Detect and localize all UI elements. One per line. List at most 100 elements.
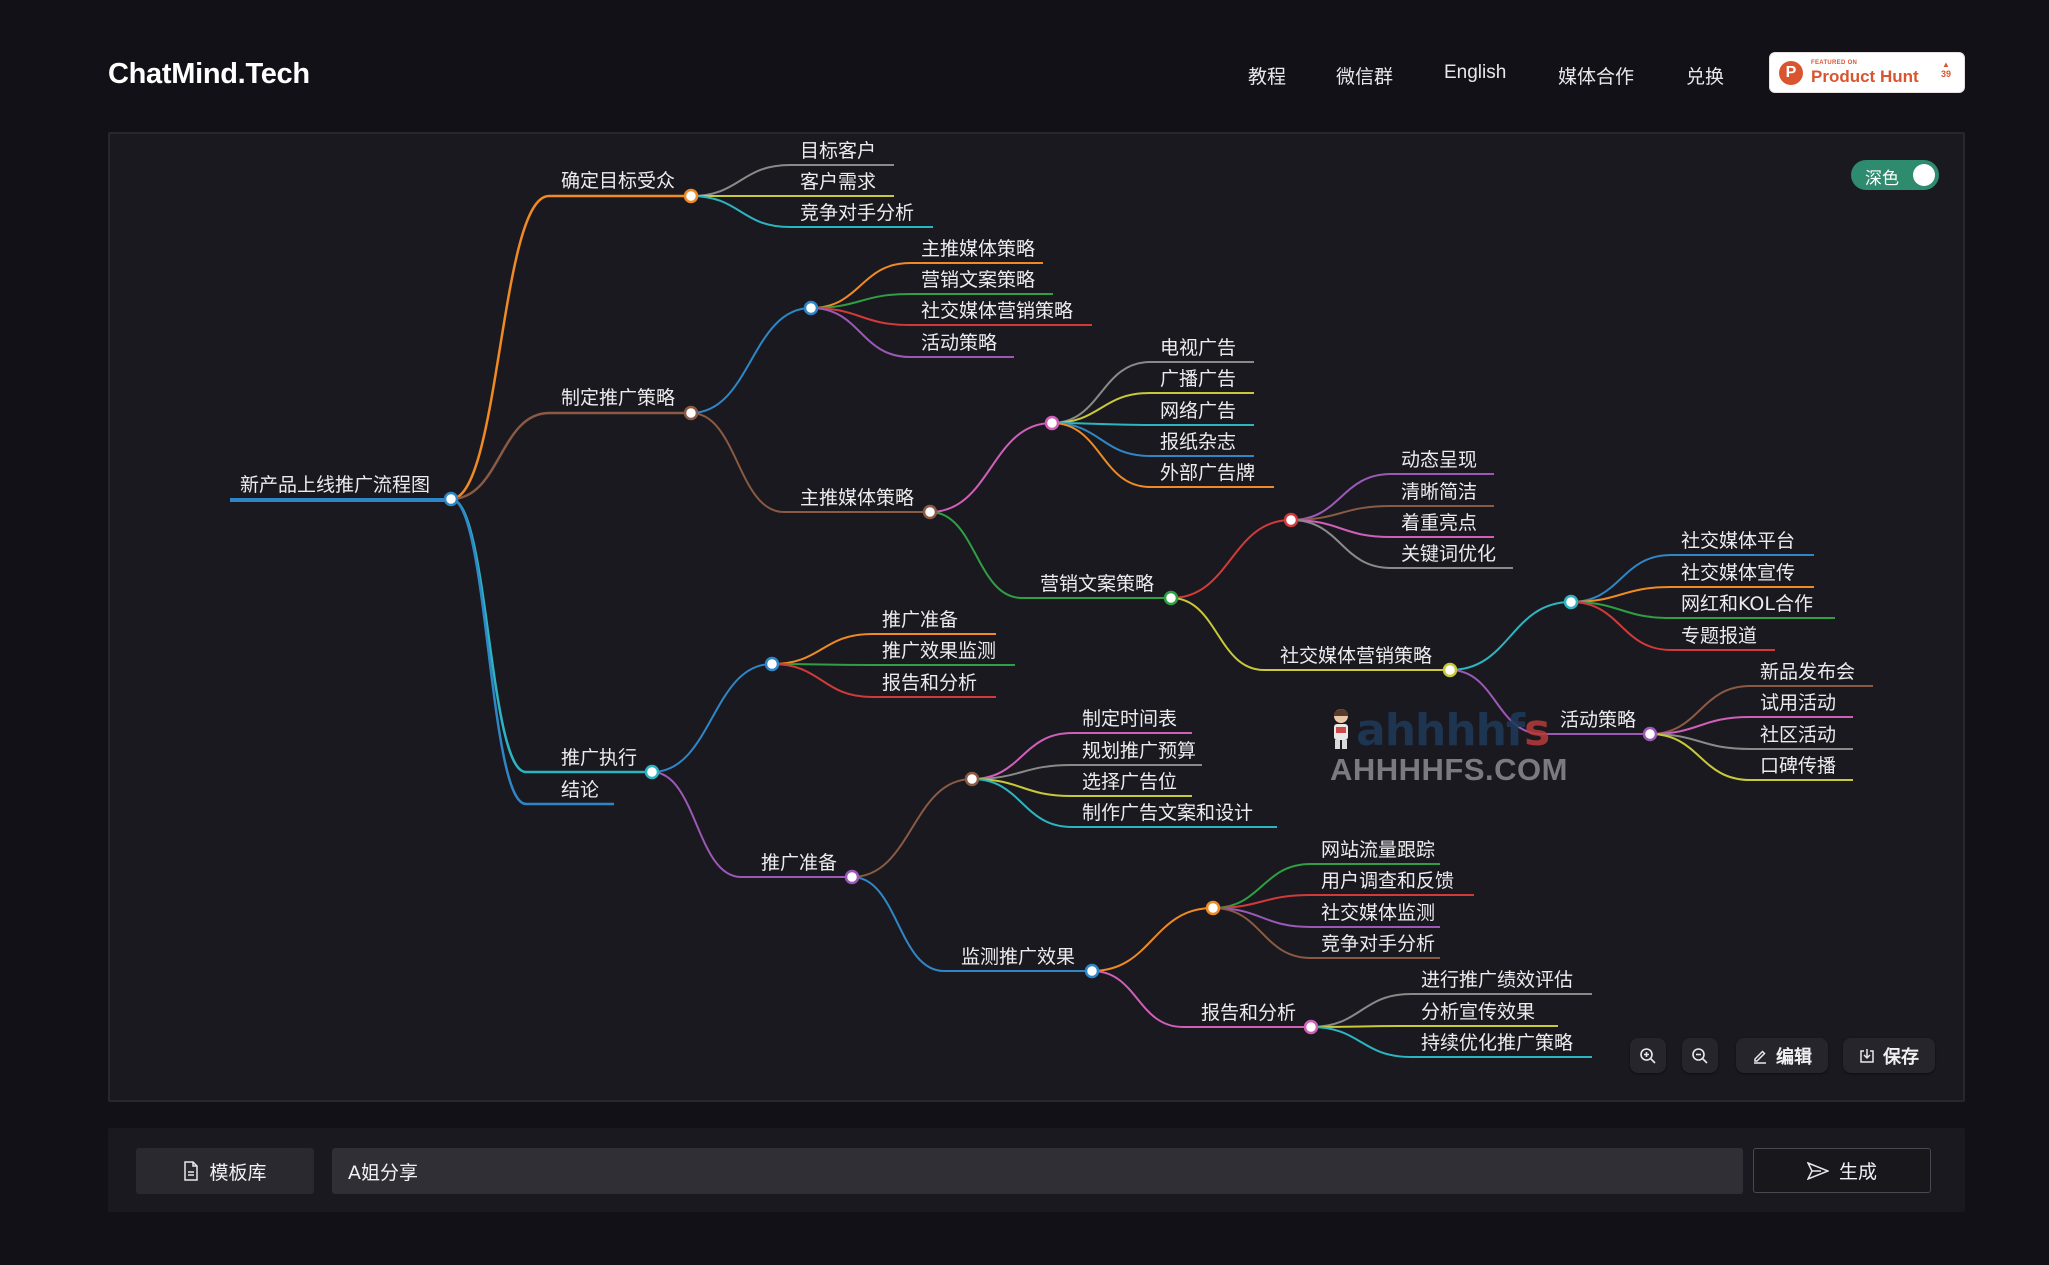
- collapse-toggle-dot[interactable]: [1303, 1019, 1319, 1035]
- template-library-button[interactable]: 模板库: [136, 1148, 314, 1194]
- mindmap-node[interactable]: 新品发布会: [1760, 661, 1856, 683]
- mindmap-node[interactable]: 活动策略: [921, 332, 998, 354]
- mindmap-edge: [1649, 733, 1751, 781]
- theme-toggle-label: 深色: [1865, 169, 1899, 189]
- collapse-toggle-dot[interactable]: [1205, 900, 1221, 916]
- mindmap-node[interactable]: 报告和分析: [1201, 1002, 1297, 1024]
- collapse-toggle-dot[interactable]: [443, 491, 459, 507]
- mindmap-node[interactable]: 主推媒体策略: [921, 238, 1036, 260]
- collapse-toggle-dot[interactable]: [644, 764, 660, 780]
- mindmap-node[interactable]: 制定推广策略: [561, 387, 676, 409]
- mindmap-node[interactable]: 结论: [561, 779, 600, 801]
- prompt-input[interactable]: [332, 1148, 1743, 1194]
- collapse-toggle-dot[interactable]: [1163, 590, 1179, 606]
- mindmap-node[interactable]: 新产品上线推广流程图: [240, 474, 431, 496]
- mindmap-node[interactable]: 规划推广预算: [1082, 740, 1197, 762]
- mindmap-node[interactable]: 竞争对手分析: [1321, 933, 1436, 955]
- mindmap-node[interactable]: 用户调查和反馈: [1321, 870, 1455, 892]
- mindmap-node[interactable]: 社交媒体宣传: [1681, 562, 1796, 584]
- mindmap-node[interactable]: 制定时间表: [1082, 708, 1178, 730]
- collapse-toggle-dot[interactable]: [1084, 963, 1100, 979]
- mindmap-node[interactable]: 报告和分析: [882, 672, 978, 694]
- collapse-toggle-dot[interactable]: [922, 504, 938, 520]
- collapse-toggle-dot[interactable]: [1442, 662, 1458, 678]
- mindmap-edge: [690, 307, 812, 414]
- mindmap-node[interactable]: 持续优化推广策略: [1421, 1032, 1574, 1054]
- site-logo[interactable]: ChatMind.Tech: [108, 58, 310, 90]
- zoom-out-button[interactable]: [1682, 1038, 1718, 1073]
- mindmap-node[interactable]: 确定目标受众: [561, 170, 676, 192]
- mindmap-node[interactable]: 网络广告: [1160, 400, 1237, 422]
- nav-redeem[interactable]: 兑换: [1686, 66, 1725, 88]
- mindmap-edge: [929, 511, 1023, 599]
- mindmap-node[interactable]: 营销文案策略: [921, 269, 1036, 291]
- mindmap-node[interactable]: 客户需求: [800, 171, 877, 193]
- mindmap-node[interactable]: 网红和KOL合作: [1681, 593, 1813, 615]
- mindmap-node[interactable]: 推广执行: [561, 747, 638, 769]
- mindmap-node[interactable]: 推广准备: [882, 609, 959, 631]
- product-hunt-badge[interactable]: P FEATURED ON Product Hunt ▲ 39: [1769, 52, 1965, 93]
- mindmap-edge: [929, 422, 1053, 513]
- mindmap-node[interactable]: 报纸杂志: [1160, 431, 1237, 453]
- nav-wechat-group[interactable]: 微信群: [1336, 66, 1394, 88]
- zoom-in-icon: [1640, 1047, 1656, 1064]
- mindmap-node[interactable]: 网站流量跟踪: [1321, 839, 1436, 861]
- mindmap-node[interactable]: 监测推广效果: [961, 946, 1076, 968]
- collapse-toggle-dot[interactable]: [1642, 726, 1658, 742]
- mindmap-edge: [1290, 505, 1392, 521]
- mindmap-node[interactable]: 着重亮点: [1401, 512, 1478, 534]
- collapse-toggle-dot[interactable]: [844, 869, 860, 885]
- collapse-toggle-dot[interactable]: [683, 188, 699, 204]
- mindmap-node[interactable]: 社交媒体营销策略: [1280, 645, 1433, 667]
- mindmap-node[interactable]: 动态呈现: [1401, 449, 1478, 471]
- mindmap-node[interactable]: 专题报道: [1681, 625, 1758, 647]
- mindmap-node[interactable]: 社交媒体监测: [1321, 902, 1436, 924]
- mindmap-node[interactable]: 进行推广绩效评估: [1421, 969, 1574, 991]
- nav-tutorial[interactable]: 教程: [1248, 66, 1287, 88]
- collapse-toggle-dot[interactable]: [1044, 415, 1060, 431]
- mindmap-node[interactable]: 选择广告位: [1082, 771, 1178, 793]
- mindmap-edge: [1051, 422, 1151, 488]
- zoom-in-button[interactable]: [1630, 1038, 1666, 1073]
- mindmap-edge: [971, 778, 1073, 828]
- collapse-toggle-dot[interactable]: [683, 405, 699, 421]
- mindmap-node[interactable]: 制作广告文案和设计: [1082, 802, 1254, 824]
- mindmap-node[interactable]: 活动策略: [1560, 709, 1637, 731]
- mindmap-node[interactable]: 试用活动: [1760, 692, 1837, 714]
- mindmap-node[interactable]: 清晰简洁: [1401, 481, 1478, 503]
- collapse-toggle-dot[interactable]: [964, 771, 980, 787]
- mindmap-node[interactable]: 竞争对手分析: [800, 202, 915, 224]
- edit-button[interactable]: 编辑: [1736, 1038, 1828, 1073]
- mindmap-node[interactable]: 广播广告: [1160, 368, 1237, 390]
- mindmap-node[interactable]: 主推媒体策略: [800, 487, 915, 509]
- mindmap-node[interactable]: 目标客户: [800, 140, 877, 162]
- collapse-toggle-dot[interactable]: [1283, 512, 1299, 528]
- mindmap-node[interactable]: 社区活动: [1760, 724, 1837, 746]
- mindmap-node[interactable]: 分析宣传效果: [1421, 1001, 1536, 1023]
- theme-toggle[interactable]: 深色: [1851, 160, 1939, 190]
- collapse-toggle-dot[interactable]: [764, 656, 780, 672]
- mindmap-node[interactable]: 社交媒体平台: [1681, 530, 1796, 552]
- mindmap-node[interactable]: 关键词优化: [1401, 543, 1497, 565]
- nav-media-cooperation[interactable]: 媒体合作: [1558, 66, 1635, 88]
- save-button[interactable]: 保存: [1843, 1038, 1935, 1073]
- mindmap-node[interactable]: 社交媒体营销策略: [921, 300, 1074, 322]
- collapse-toggle-dot[interactable]: [803, 300, 819, 316]
- mindmap-node[interactable]: 外部广告牌: [1160, 462, 1256, 484]
- mindmap-edge: [450, 497, 527, 774]
- generate-button[interactable]: 生成: [1753, 1148, 1931, 1193]
- mindmap-edge: [1170, 597, 1265, 671]
- mindmap-edge: [450, 497, 527, 806]
- mindmap-edge: [1310, 993, 1412, 1028]
- mindmap-node[interactable]: 营销文案策略: [1040, 573, 1155, 595]
- mindmap-node[interactable]: 推广准备: [761, 852, 838, 874]
- send-icon: [1806, 1161, 1829, 1180]
- nav-english[interactable]: English: [1444, 62, 1507, 83]
- collapse-toggle-dot[interactable]: [1563, 594, 1579, 610]
- mindmap-edge: [851, 778, 973, 878]
- mindmap-node[interactable]: 口碑传播: [1760, 755, 1837, 777]
- mindmap-node[interactable]: 电视广告: [1160, 337, 1237, 359]
- download-icon: [1860, 1048, 1874, 1063]
- mindmap-edge: [851, 876, 945, 972]
- mindmap-node[interactable]: 推广效果监测: [882, 640, 997, 662]
